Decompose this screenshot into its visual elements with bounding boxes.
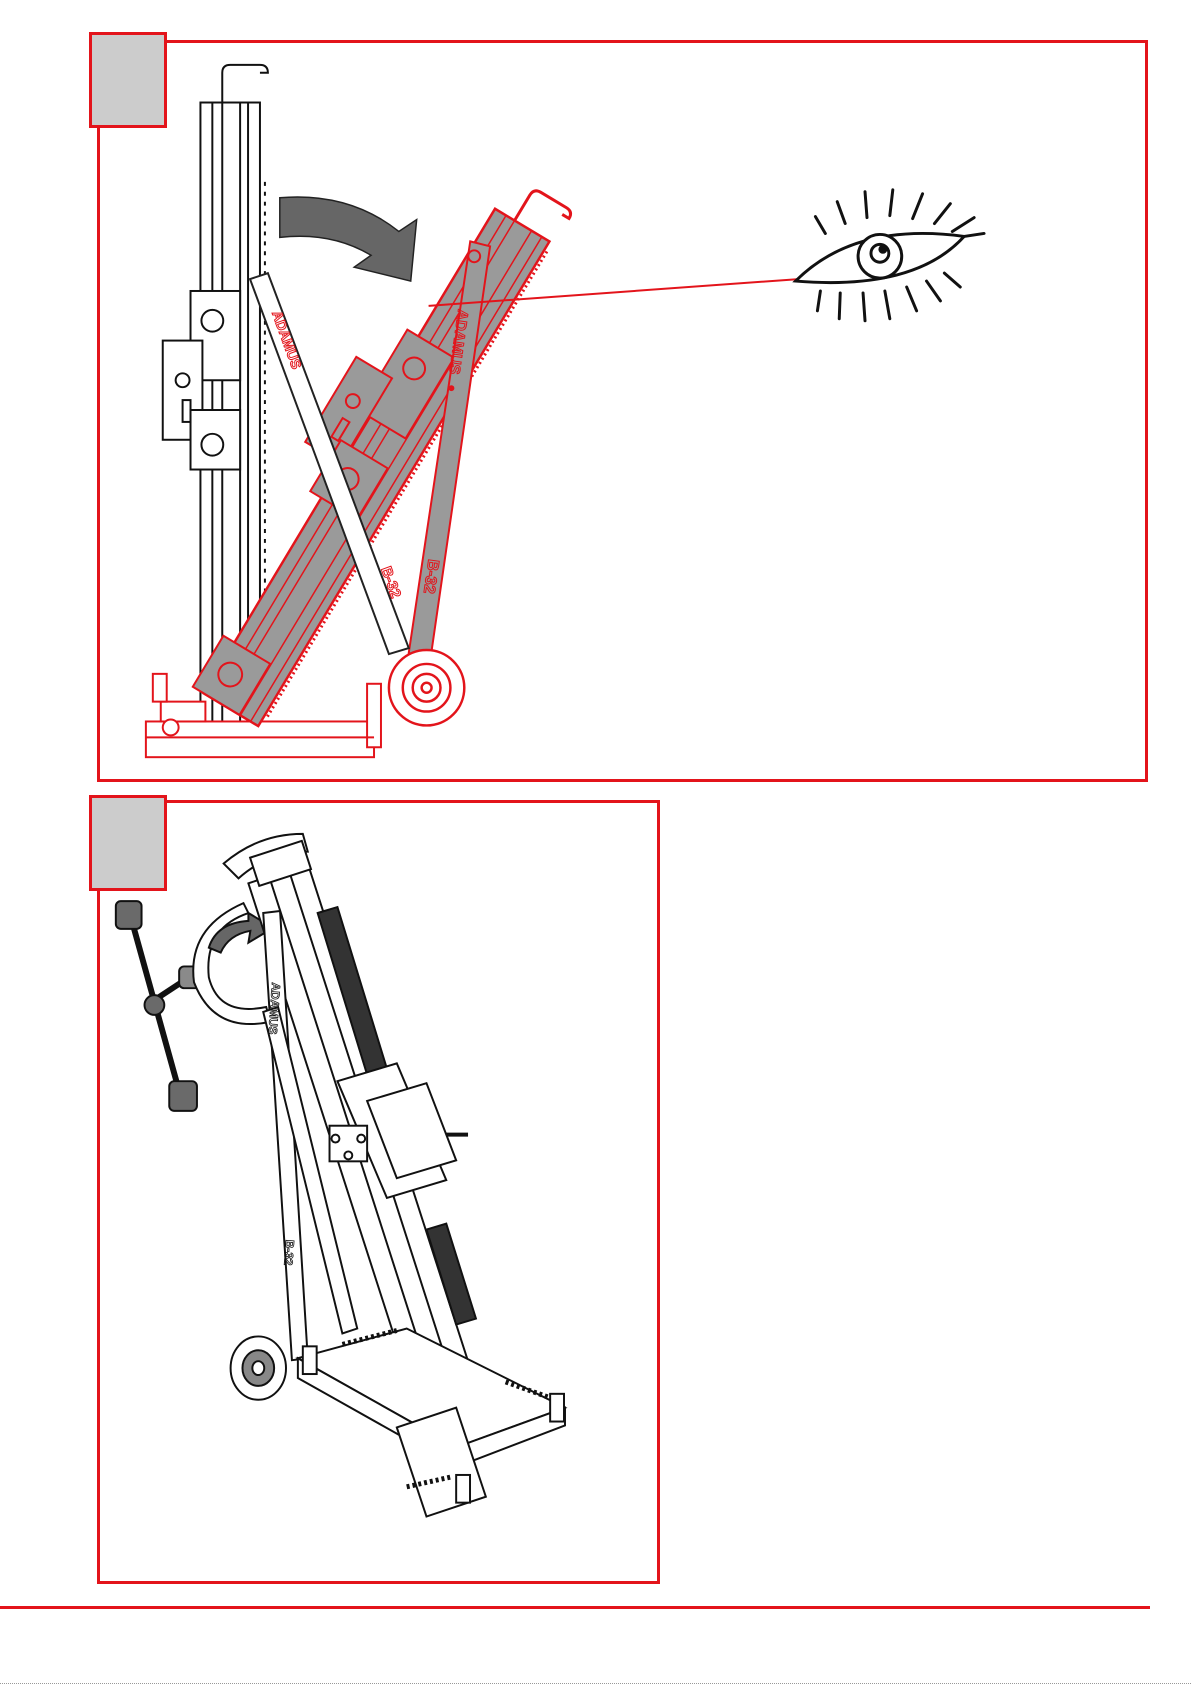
t-wrench-icon xyxy=(116,901,203,1111)
perspective-base xyxy=(298,1329,565,1517)
step-2-panel: ADAMUS B-32 xyxy=(97,800,660,1584)
wheel xyxy=(389,650,464,725)
perspective-wheel xyxy=(231,1336,286,1399)
footer-rule xyxy=(0,1606,1150,1609)
eye-icon xyxy=(796,190,984,321)
rotate-arrow-icon xyxy=(280,197,417,281)
drill-stand-tilt-illustration: ADAMUS B-32 ADAMUS B-32 xyxy=(100,43,1145,779)
drill-stand-perspective-illustration: ADAMUS B-32 xyxy=(100,803,657,1581)
step-1-tab xyxy=(89,32,167,128)
step-2-tab xyxy=(89,795,167,891)
model-label-perspective: B-32 xyxy=(281,1239,297,1266)
step-1-panel: ADAMUS B-32 ADAMUS B-32 xyxy=(97,40,1148,782)
